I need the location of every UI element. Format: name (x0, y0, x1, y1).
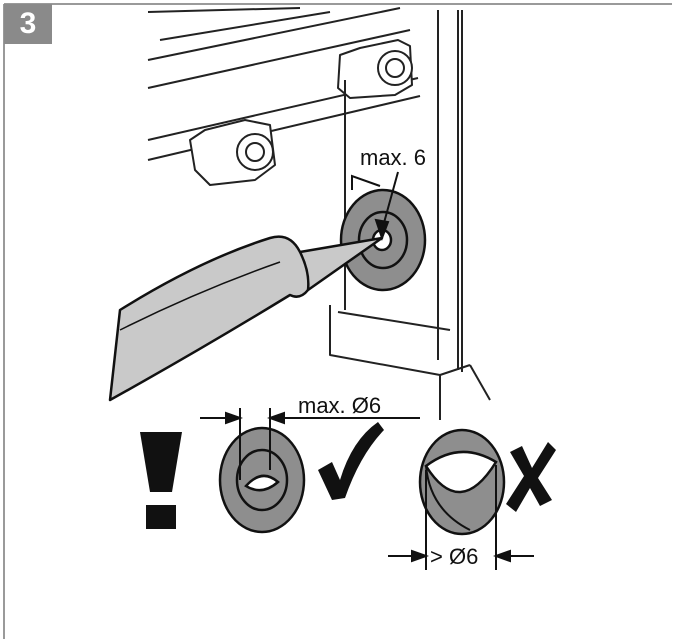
cross-mark-icon (506, 442, 556, 512)
step-number-badge: 3 (4, 4, 52, 44)
machine-structure (147, 7, 491, 420)
check-mark-icon (318, 422, 384, 500)
top-dimension-marker (351, 171, 399, 241)
sealant-nozzle (108, 235, 384, 402)
exclamation-mark-icon (140, 432, 182, 529)
ok-dimension-label: max. Ø6 (298, 393, 382, 418)
bad-dimension-lines (388, 465, 534, 570)
ok-grommet (218, 426, 306, 534)
frame-border (3, 3, 672, 639)
bad-dimension-label: > Ø6 (430, 544, 479, 569)
bad-grommet (418, 428, 506, 536)
wall-grommet (339, 188, 427, 292)
top-dimension-label: max. 6 (360, 145, 427, 170)
ok-dimension-lines (200, 408, 420, 480)
